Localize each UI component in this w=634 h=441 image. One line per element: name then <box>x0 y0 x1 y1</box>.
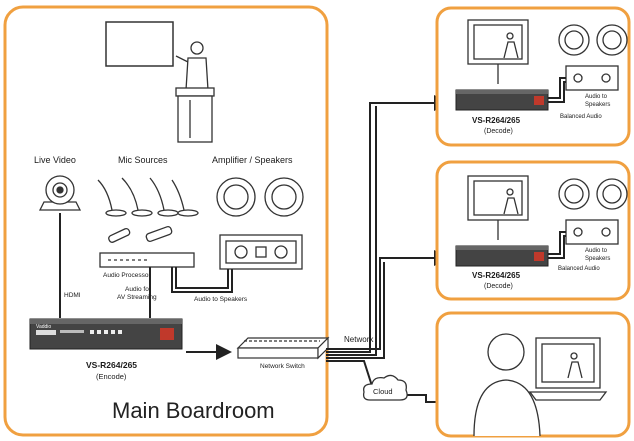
amplifier-icon <box>219 234 303 270</box>
audio-for-streaming-label-1: Audio for <box>125 286 152 293</box>
remote-room-2-speaker-icons <box>558 178 628 210</box>
remote-room-1-audio-lines <box>548 77 566 103</box>
mic-sources-label: Mic Sources <box>118 155 168 165</box>
handheld-mic-icons <box>108 225 173 243</box>
remote-room-1-decoder-device <box>455 89 549 111</box>
remote-room-2-decoder-device <box>455 245 549 267</box>
network-switch-device <box>236 336 330 360</box>
remote-room-1-display-icon <box>467 19 529 84</box>
remote-room-2-display-icon <box>467 175 529 240</box>
encoder-mode-label: (Encode) <box>96 372 127 381</box>
network-label: Network <box>344 335 374 344</box>
remote-room-1-decoder-mode: (Decode) <box>484 128 513 135</box>
presenter-icon <box>175 41 215 143</box>
main-boardroom-frame <box>3 5 329 437</box>
remote-room-1-amplifier-icon <box>565 65 619 91</box>
cloud-label: Cloud <box>373 387 393 396</box>
speaker-icons <box>216 177 304 217</box>
encoder-model-label: VS-R264/265 <box>86 360 137 370</box>
amp-speakers-label: Amplifier / Speakers <box>212 155 293 165</box>
network-links <box>326 95 470 410</box>
network-switch-label: Network Switch <box>260 363 305 370</box>
live-video-label: Live Video <box>34 155 76 165</box>
remote-room-2-amplifier-icon <box>565 219 619 245</box>
audio-to-speakers-label: Audio to Speakers <box>194 296 248 303</box>
cloud-icon <box>362 374 408 401</box>
remote-room-2-balanced-audio: Balanced Audio <box>558 266 600 272</box>
ptz-camera-icon <box>38 175 82 211</box>
remote-viewer-person-icon <box>473 333 541 437</box>
projection-screen-icon <box>105 21 174 67</box>
remote-room-2-decoder-mode: (Decode) <box>484 283 513 290</box>
remote-room-1-decoder-model: VS-R264/265 <box>472 116 521 125</box>
remote-room-2-decoder-model: VS-R264/265 <box>472 271 521 280</box>
audio-processor-icon <box>99 252 195 268</box>
remote-room-1-audio-to-speakers-2: Speakers <box>585 102 610 108</box>
encoder-brand-label: Vaddio <box>36 324 51 330</box>
gooseneck-mic-icons <box>97 177 199 217</box>
remote-room-2-audio-to-speakers-2: Speakers <box>585 256 610 262</box>
remote-room-1-speaker-icons <box>558 24 628 56</box>
remote-room-1-balanced-audio: Balanced Audio <box>560 114 602 120</box>
hdmi-label: HDMI <box>64 292 81 299</box>
remote-room-2-audio-to-speakers-1: Audio to <box>585 248 608 254</box>
audio-for-streaming-label-2: AV Streaming <box>117 294 157 301</box>
remote-viewer-laptop-icon <box>528 337 608 401</box>
remote-room-1-audio-to-speakers-1: Audio to <box>585 94 608 100</box>
remote-room-2-audio-lines <box>548 231 566 259</box>
main-boardroom-title: Main Boardroom <box>112 398 275 423</box>
encoder-device <box>29 318 183 350</box>
main-room-connections <box>59 213 233 318</box>
audio-processor-label: Audio Processor <box>103 272 152 279</box>
